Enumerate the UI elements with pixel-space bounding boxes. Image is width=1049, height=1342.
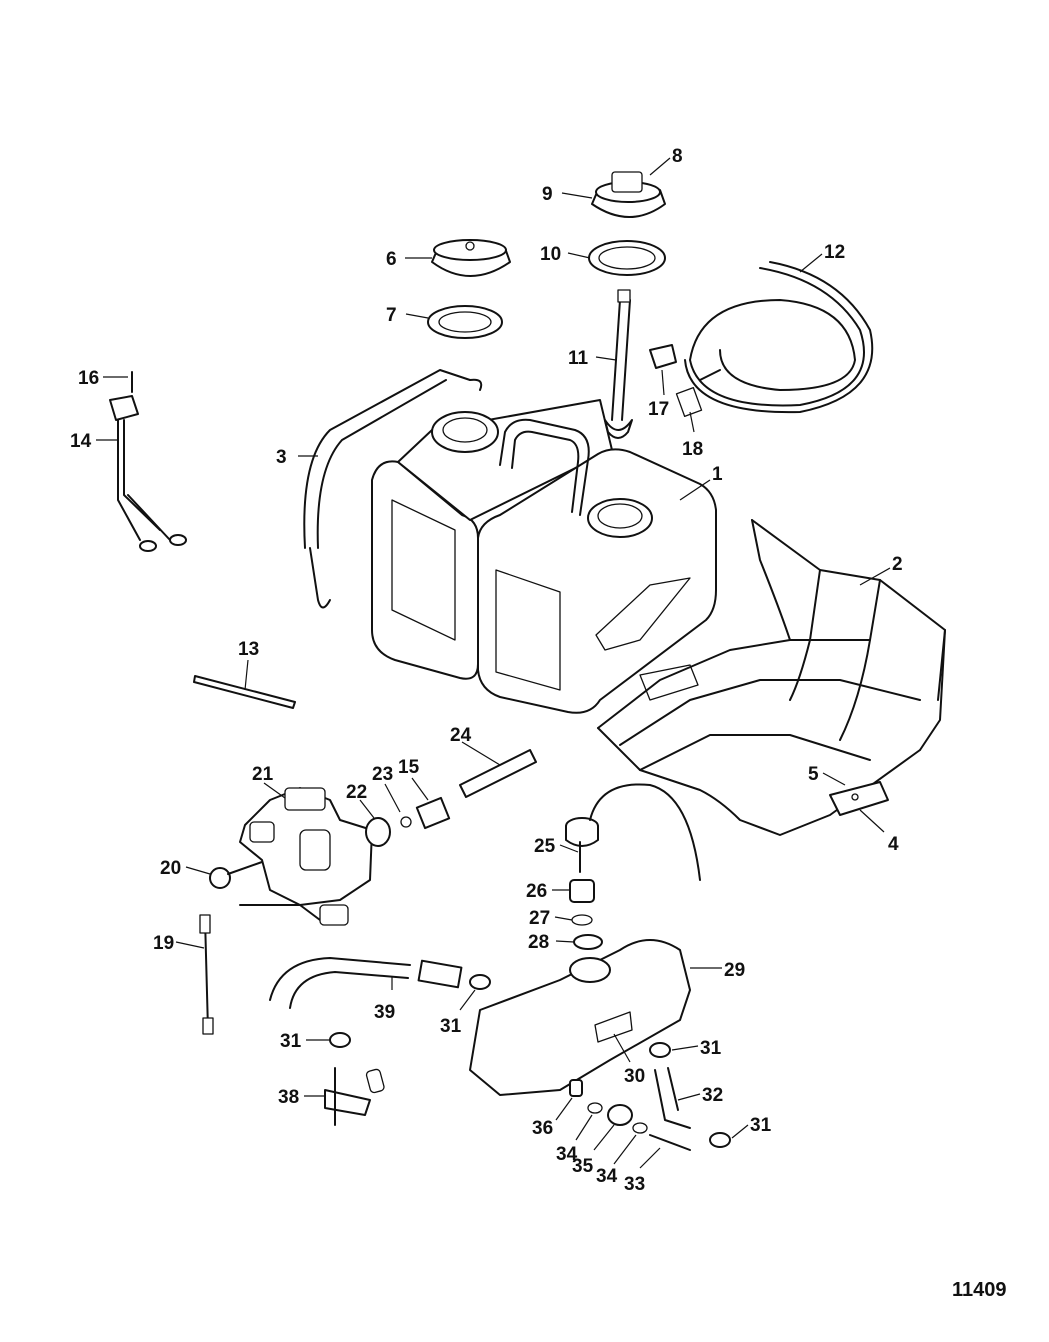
callout-11: 11 <box>568 348 589 369</box>
callout-5: 5 <box>808 764 819 785</box>
callout-21: 21 <box>252 764 274 785</box>
callout-18: 18 <box>682 439 703 460</box>
sender-assembly <box>109 371 187 552</box>
callout-10: 10 <box>540 244 561 265</box>
callout-32: 32 <box>702 1085 723 1106</box>
callout-6: 6 <box>386 249 397 270</box>
callout-19: 19 <box>153 933 174 954</box>
pump-mounting-screw <box>209 861 263 889</box>
callout-16: 16 <box>78 368 99 389</box>
callout-34-b: 34 <box>596 1166 618 1187</box>
callout-12: 12 <box>824 242 845 263</box>
callout-35: 35 <box>572 1156 594 1177</box>
callout-38: 38 <box>278 1087 299 1108</box>
callout-9: 9 <box>542 184 553 205</box>
callout-34-a: 34 <box>556 1144 578 1165</box>
callout-39: 39 <box>374 1002 395 1023</box>
oil-reservoir <box>469 939 691 1096</box>
callout-20: 20 <box>160 858 181 879</box>
tank-tray <box>597 519 946 836</box>
callout-14: 14 <box>70 431 92 452</box>
callout-31-b: 31 <box>440 1016 462 1037</box>
fill-cap <box>431 239 511 277</box>
callout-1: 1 <box>712 464 723 485</box>
oil-pump <box>239 787 373 926</box>
callout-26: 26 <box>526 881 547 902</box>
callout-15: 15 <box>398 757 420 778</box>
callout-2: 2 <box>892 554 903 575</box>
callout-13: 13 <box>238 639 259 660</box>
fill-cap-gasket <box>427 305 503 339</box>
tee-fitting <box>324 1067 385 1126</box>
callout-7: 7 <box>386 305 397 326</box>
callout-31-c: 31 <box>700 1038 722 1059</box>
callout-3: 3 <box>276 447 287 468</box>
callout-27: 27 <box>529 908 550 929</box>
figure-number: 11409 <box>952 1279 1007 1301</box>
callout-33: 33 <box>624 1174 645 1195</box>
sender-cap <box>591 171 666 218</box>
tray-clamp <box>829 781 889 816</box>
callout-31-a: 31 <box>280 1031 302 1052</box>
oil-hose-coil <box>684 261 874 414</box>
callout-labels: 1 2 3 4 5 6 7 8 9 10 11 12 13 14 15 16 1… <box>70 146 903 1195</box>
hose-fitting <box>649 344 703 418</box>
callout-8: 8 <box>672 146 683 167</box>
hold-down-strap <box>303 369 483 609</box>
callout-17: 17 <box>648 399 669 420</box>
callout-29: 29 <box>724 960 745 981</box>
callout-31-d: 31 <box>750 1115 772 1136</box>
sender-gasket <box>588 240 666 276</box>
tie-strap <box>193 675 296 709</box>
callout-4: 4 <box>888 834 899 855</box>
pump-wire <box>199 914 214 1035</box>
callout-30: 30 <box>624 1066 645 1087</box>
callout-25: 25 <box>534 836 556 857</box>
callout-23: 23 <box>372 764 393 785</box>
callout-22: 22 <box>346 782 367 803</box>
reservoir-hardware <box>569 1067 691 1151</box>
hose-clamps <box>329 974 731 1148</box>
callout-36: 36 <box>532 1118 553 1139</box>
oil-tank <box>371 399 717 714</box>
pump-shaft-parts <box>365 749 537 847</box>
pickup-tube <box>604 289 633 439</box>
reservoir-sender <box>565 783 701 950</box>
callout-28: 28 <box>528 932 549 953</box>
callout-24: 24 <box>450 725 472 746</box>
elbow-hose <box>269 957 463 1009</box>
